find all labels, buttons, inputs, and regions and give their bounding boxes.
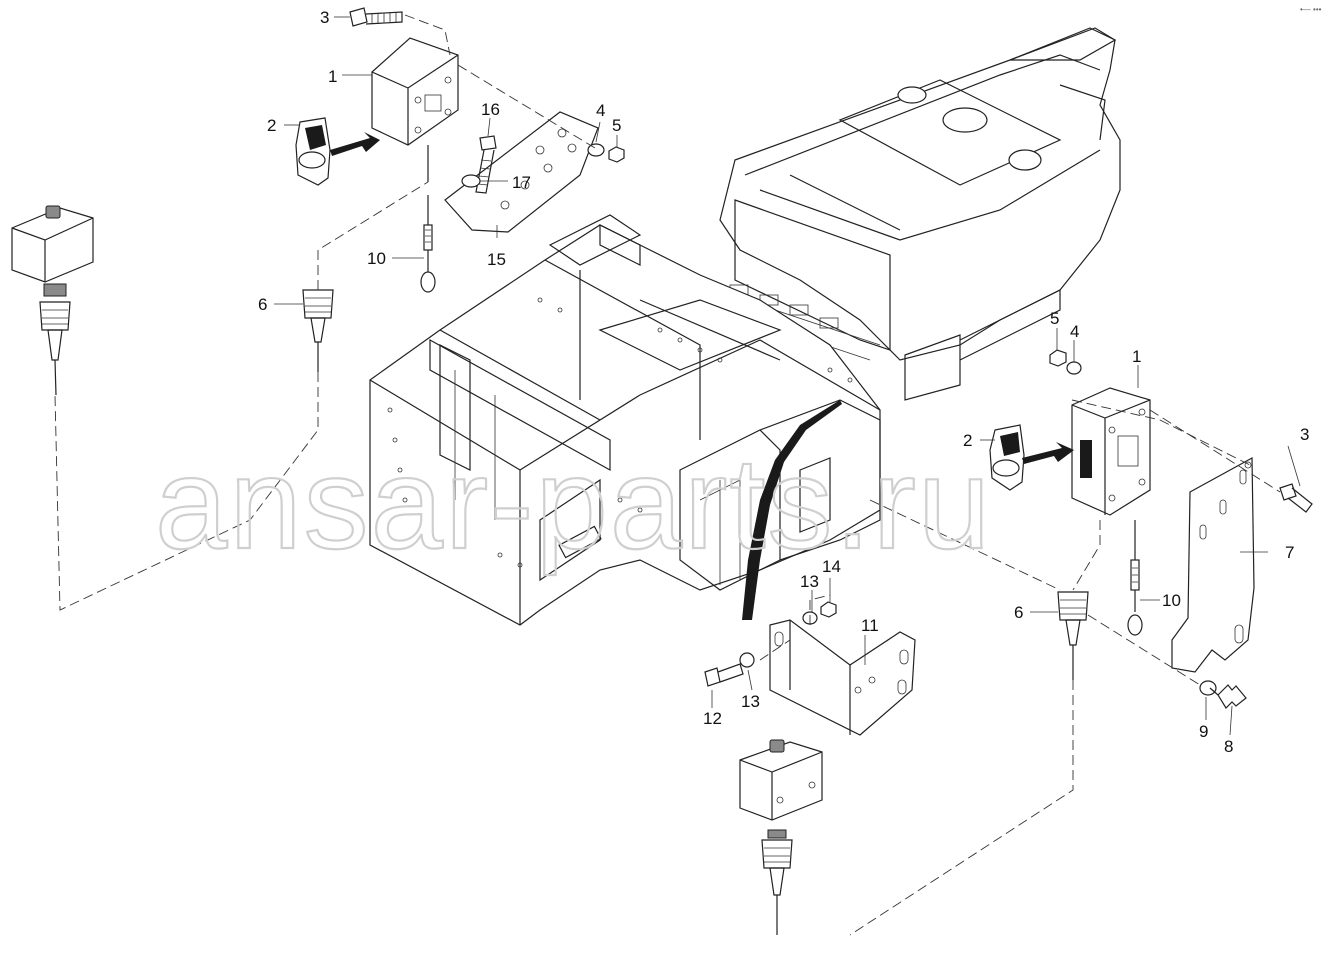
callout-11: 11 — [861, 616, 879, 635]
callout-7: 7 — [1285, 543, 1294, 562]
callout-12: 12 — [703, 709, 722, 728]
callout-3-top: 3 — [320, 8, 329, 27]
bolt-12 — [704, 663, 744, 687]
callout-1-right: 1 — [1132, 347, 1141, 366]
callout-labels: 3 1 2 4 5 16 17 15 10 6 5 4 1 2 3 7 10 6… — [258, 8, 1309, 756]
bracket-11 — [769, 619, 916, 736]
callout-2-top: 2 — [267, 116, 276, 135]
assembly-leader-lines — [54, 14, 1281, 936]
watermark-text: ansar-parts.ru — [155, 430, 992, 576]
washer-13-lower — [739, 652, 755, 668]
junction-box-loose-left — [11, 205, 94, 297]
callout-6-right: 6 — [1014, 603, 1023, 622]
callout-4-right: 4 — [1070, 322, 1079, 341]
black-strap — [742, 400, 842, 620]
washer-4-right — [1066, 361, 1082, 375]
filler-cap — [1008, 149, 1042, 171]
bolt-3-top — [349, 7, 403, 27]
nut-14 — [820, 601, 837, 618]
nut-5-right — [1049, 349, 1067, 367]
connector-plug-6-left — [302, 289, 334, 372]
connector-plug-left — [39, 301, 71, 396]
bolt-3-right — [1279, 483, 1313, 513]
callout-15: 15 — [487, 250, 506, 269]
cable-gland-bag-top — [295, 117, 380, 186]
connector-plug-bottom — [761, 829, 793, 935]
connector-plug-6-right — [1057, 591, 1089, 680]
callout-3-right: 3 — [1300, 425, 1309, 444]
mounting-plate-15 — [444, 111, 599, 233]
callout-10-right: 10 — [1162, 591, 1181, 610]
wing-bolt-8 — [1209, 684, 1247, 709]
callout-16: 16 — [481, 100, 500, 119]
ground-cable-10-top — [420, 195, 436, 293]
callout-2-right: 2 — [963, 431, 972, 450]
washer-17 — [461, 174, 481, 188]
callout-8: 8 — [1224, 737, 1233, 756]
bracket-7 — [1171, 456, 1255, 673]
callout-10-left: 10 — [367, 249, 386, 268]
frame-holes — [387, 297, 853, 568]
callout-13-lower: 13 — [741, 692, 760, 711]
callout-17: 17 — [512, 173, 531, 192]
washer-4-top — [587, 143, 605, 157]
callout-9: 9 — [1199, 722, 1208, 741]
ground-cable-10-right — [1127, 520, 1143, 636]
filler-opening — [942, 107, 988, 133]
junction-box-top — [371, 37, 459, 182]
junction-box-loose-bottom — [739, 739, 823, 821]
callout-6-left: 6 — [258, 295, 267, 314]
callout-14: 14 — [822, 557, 841, 576]
callout-5-top: 5 — [612, 116, 621, 135]
callout-4-top: 4 — [596, 101, 605, 120]
callout-leaders — [274, 16, 1301, 736]
junction-box-right — [1071, 387, 1151, 516]
washer-9 — [1199, 680, 1217, 696]
callout-5-right: 5 — [1050, 309, 1059, 328]
filler-cap — [897, 86, 927, 104]
cable-gland-bag-right — [989, 424, 1074, 491]
callout-1-top: 1 — [328, 67, 337, 86]
corner-mark: •— ••• — [1300, 5, 1322, 14]
callout-13-upper: 13 — [800, 572, 819, 591]
machine-frame — [369, 27, 1121, 626]
nut-5-top — [608, 146, 625, 163]
bolt-16 — [475, 135, 497, 194]
